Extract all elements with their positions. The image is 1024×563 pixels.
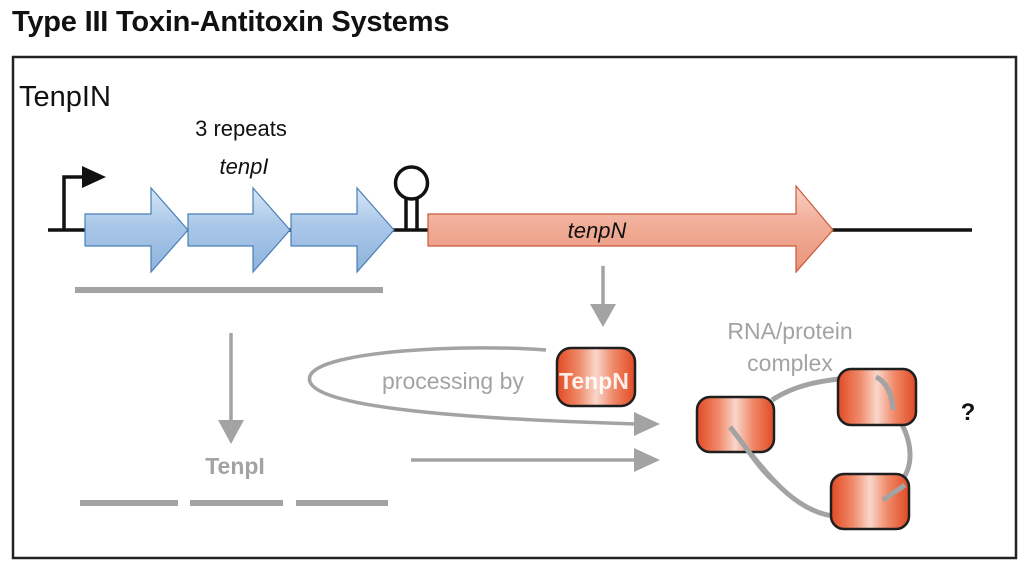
repeat-arrow-1 — [84, 186, 189, 274]
system-label: TenpIN — [19, 81, 111, 113]
figure-frame — [11, 55, 1018, 560]
translation-arrow — [590, 266, 616, 327]
terminator-hairpin-icon — [393, 165, 430, 230]
complex-protein-1 — [695, 395, 776, 454]
complex-rna-overlay — [728, 374, 907, 503]
promoter-arrow-icon — [62, 166, 106, 230]
page-title: Type III Toxin-Antitoxin Systems — [12, 6, 450, 38]
assembly-arrow — [411, 448, 660, 472]
complex-protein-3 — [829, 472, 911, 531]
toxin-protein-processing — [555, 346, 637, 408]
processing-loop-arrow — [307, 346, 660, 436]
repeat-arrow-2 — [187, 186, 291, 274]
complex-label-line1: RNA/protein — [727, 318, 852, 344]
repeats-label: 3 repeats — [195, 116, 287, 141]
toxin-gene-arrow — [427, 184, 834, 274]
toxin-gene-label: tenpN — [568, 218, 627, 243]
complex-protein-2 — [836, 367, 918, 427]
rna-label: TenpI — [205, 453, 265, 479]
repeat-arrow-3 — [290, 186, 395, 274]
antitoxin-repeats — [84, 186, 395, 274]
processing-label: processing by — [382, 368, 524, 394]
antitoxin-gene-label: tenpI — [220, 154, 269, 179]
unknown-mark: ? — [961, 399, 976, 426]
processing-down-arrow — [218, 333, 244, 444]
processing-enzyme-label: TenpN — [559, 368, 629, 394]
complex-label-line2: complex — [747, 350, 833, 376]
